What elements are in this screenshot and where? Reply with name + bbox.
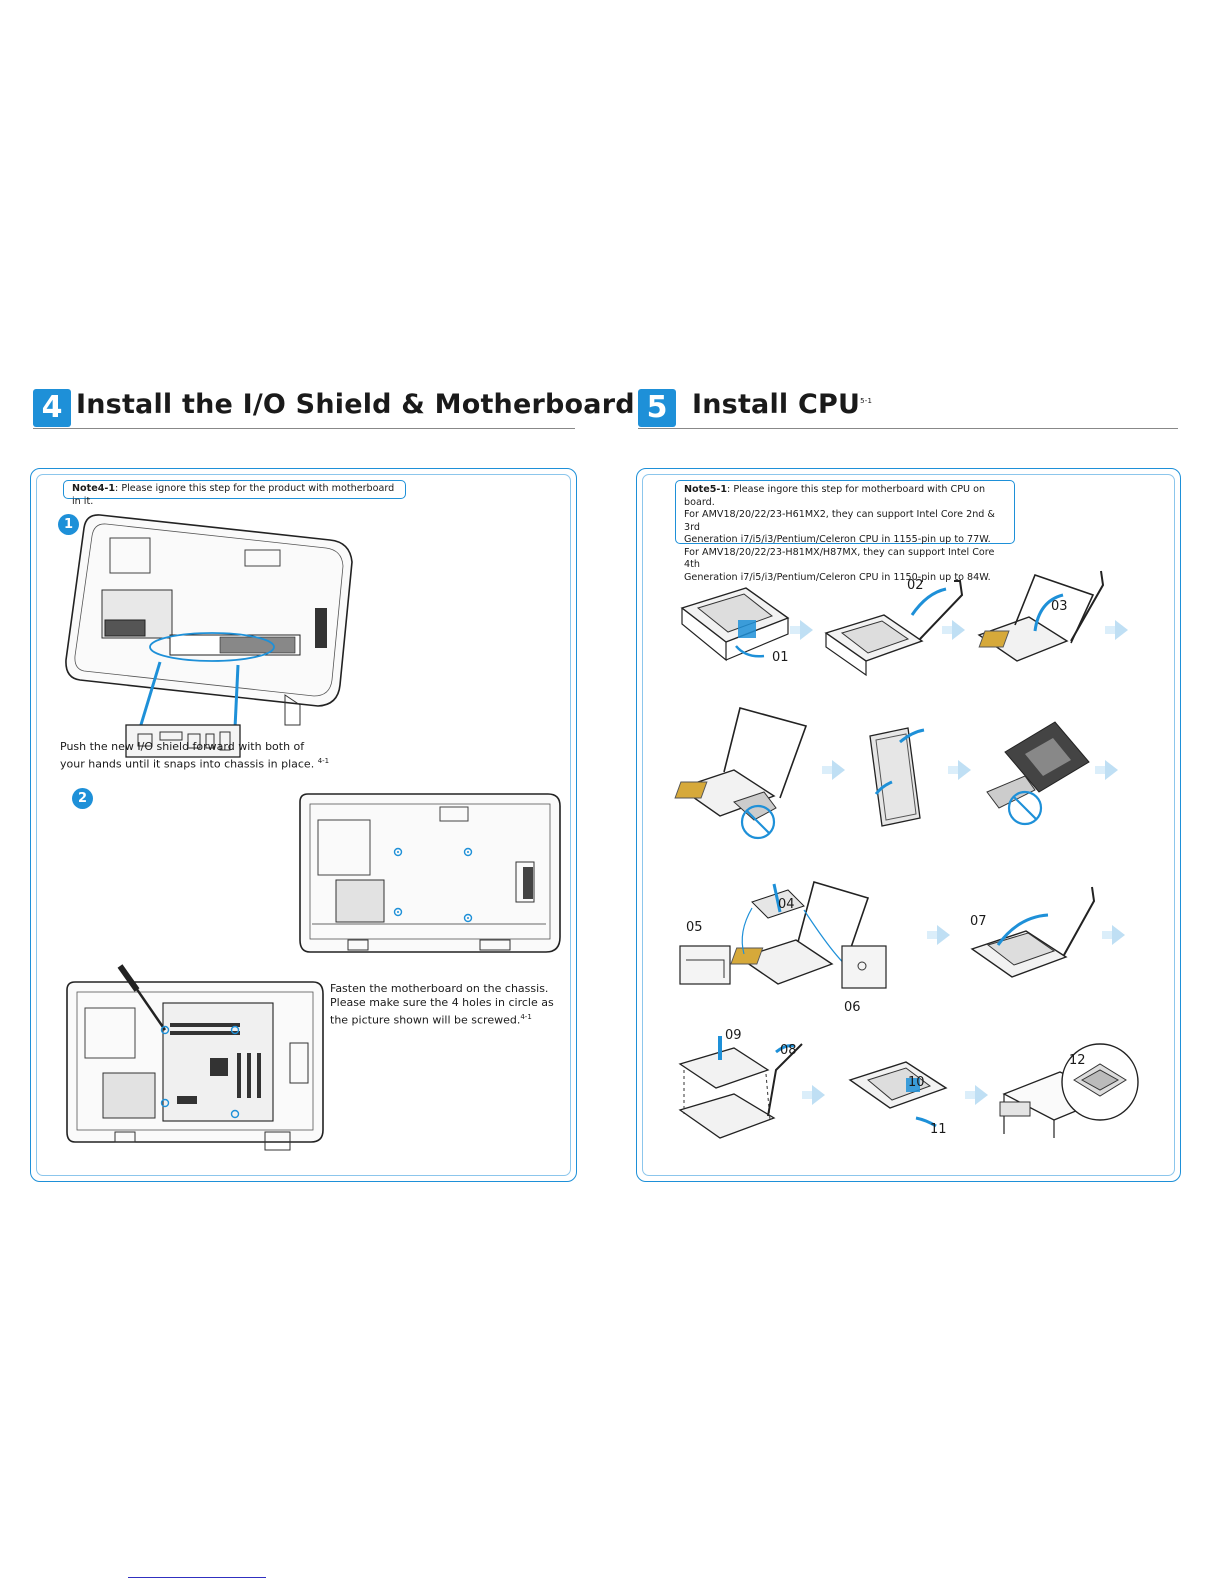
cpu-socket-closed-drawing [680,587,790,662]
flow-arrow [1102,925,1125,945]
flow-arrow [1105,620,1128,640]
note-5-1-line1: : Please ingore this step for motherboar… [684,484,986,508]
step-4-1-ref: 4-1 [317,757,330,765]
section-4-rule [33,428,575,429]
step-4-2-ref: 4-1 [520,1013,532,1021]
cpu-step-09-label: 09 [725,1028,742,1043]
flow-arrow [948,760,971,780]
chassis-empty-drawing [299,793,561,953]
cpu-step-04-label: 04 [778,897,795,912]
cpu-step-12-label: 12 [1069,1053,1086,1068]
cpu-cover-align-drawing [678,1036,803,1139]
note-5-1-line2: For AMV18/20/22/23-H61MX2, they can supp… [684,509,995,533]
step-4-1-caption-line1: Push the new I/O shield forward with bot… [60,740,305,753]
note-5-1-line4: For AMV18/20/22/23-H81MX/H87MX, they can… [684,546,995,571]
cpu-step-07-label: 07 [970,914,987,929]
section-5-panel-inner [642,474,1175,1176]
cpu-lever-lock-drawing [848,1061,948,1128]
note-5-1-line3: Generation i7/i5/i3/Pentium/Celeron CPU … [684,534,991,545]
step-4-1-badge: 1 [58,514,79,535]
cpu-step-02-label: 02 [907,578,924,593]
cpu-lever-open-drawing [824,580,964,677]
chassis-io-shield-drawing [65,514,353,758]
cpu-loadplate-open-drawing [977,570,1105,662]
step-4-2-caption-line3-wrap: the picture shown will be screwed.4-1 [330,1010,554,1028]
flow-arrow [822,760,845,780]
note-5-1: Note5-1: Please ingore this step for mot… [675,480,1015,583]
step-4-2-caption-line1: Fasten the motherboard on the chassis. [330,982,549,995]
cpu-step-03-label: 03 [1051,599,1068,614]
footer-underline [128,1577,266,1578]
section-4-title: Install the I/O Shield & Motherboard [76,389,635,420]
section-5-title: Install CPU5-1 [692,389,872,420]
section-5-title-ref: 5-1 [860,397,873,405]
cpu-step-01-label: 01 [772,650,789,665]
cpu-step-06-label: 06 [844,1000,861,1015]
section-4-panel [30,468,577,1182]
cpu-cover-remove-drawing [869,727,925,827]
flow-arrow [942,620,965,640]
cpu-step-11-label: 11 [930,1122,947,1137]
step-4-2-caption: Fasten the motherboard on the chassis. P… [330,982,554,1028]
section-5-title-text: Install CPU [692,389,861,420]
flow-arrow [790,620,813,640]
step-4-1-caption: Push the new I/O shield forward with bot… [60,740,329,772]
note-4-1-label: Note4-1 [72,483,116,494]
step-4-1-caption-line2-wrap: your hands until it snaps into chassis i… [60,754,329,772]
note-5-1-line1-wrap: Note5-1: Please ingore this step for mot… [684,484,1006,509]
section-5-rule [638,428,1178,429]
cpu-step-08-label: 08 [780,1043,797,1058]
flow-arrow [802,1085,825,1105]
cpu-installed-drawing [999,1043,1139,1138]
chassis-motherboard-drawing [66,964,324,1151]
flow-arrow [965,1085,988,1105]
cpu-step-05-label: 05 [686,920,703,935]
section-4-panel-inner [36,474,571,1176]
section-5-panel [636,468,1181,1182]
cpu-loadplate-close-drawing [970,886,1096,978]
note-5-1-line5: Generation i7/i5/i3/Pentium/Celeron CPU … [684,571,991,583]
section-5-badge: 5 [638,389,676,427]
note-5-1-label: Note5-1 [684,484,728,495]
note-4-1-text: : Please ignore this step for the produc… [72,483,395,507]
note-4-1: Note4-1: Please ignore this step for the… [63,480,406,507]
cpu-pins-no-touch-drawing [986,721,1090,826]
step-4-1-caption-line2: your hands until it snaps into chassis i… [60,757,315,771]
step-4-2-caption-line3: the picture shown will be screwed. [330,1013,521,1027]
step-4-2-caption-line2: Please make sure the 4 holes in circle a… [330,996,554,1009]
section-4-badge: 4 [33,389,71,427]
cpu-step-10-label: 10 [908,1075,925,1090]
flow-arrow [1095,760,1118,780]
cpu-socket-no-touch-drawing [674,707,808,840]
flow-arrow [927,925,950,945]
cpu-insert-drawing [679,880,887,989]
step-4-2-badge: 2 [72,788,93,809]
